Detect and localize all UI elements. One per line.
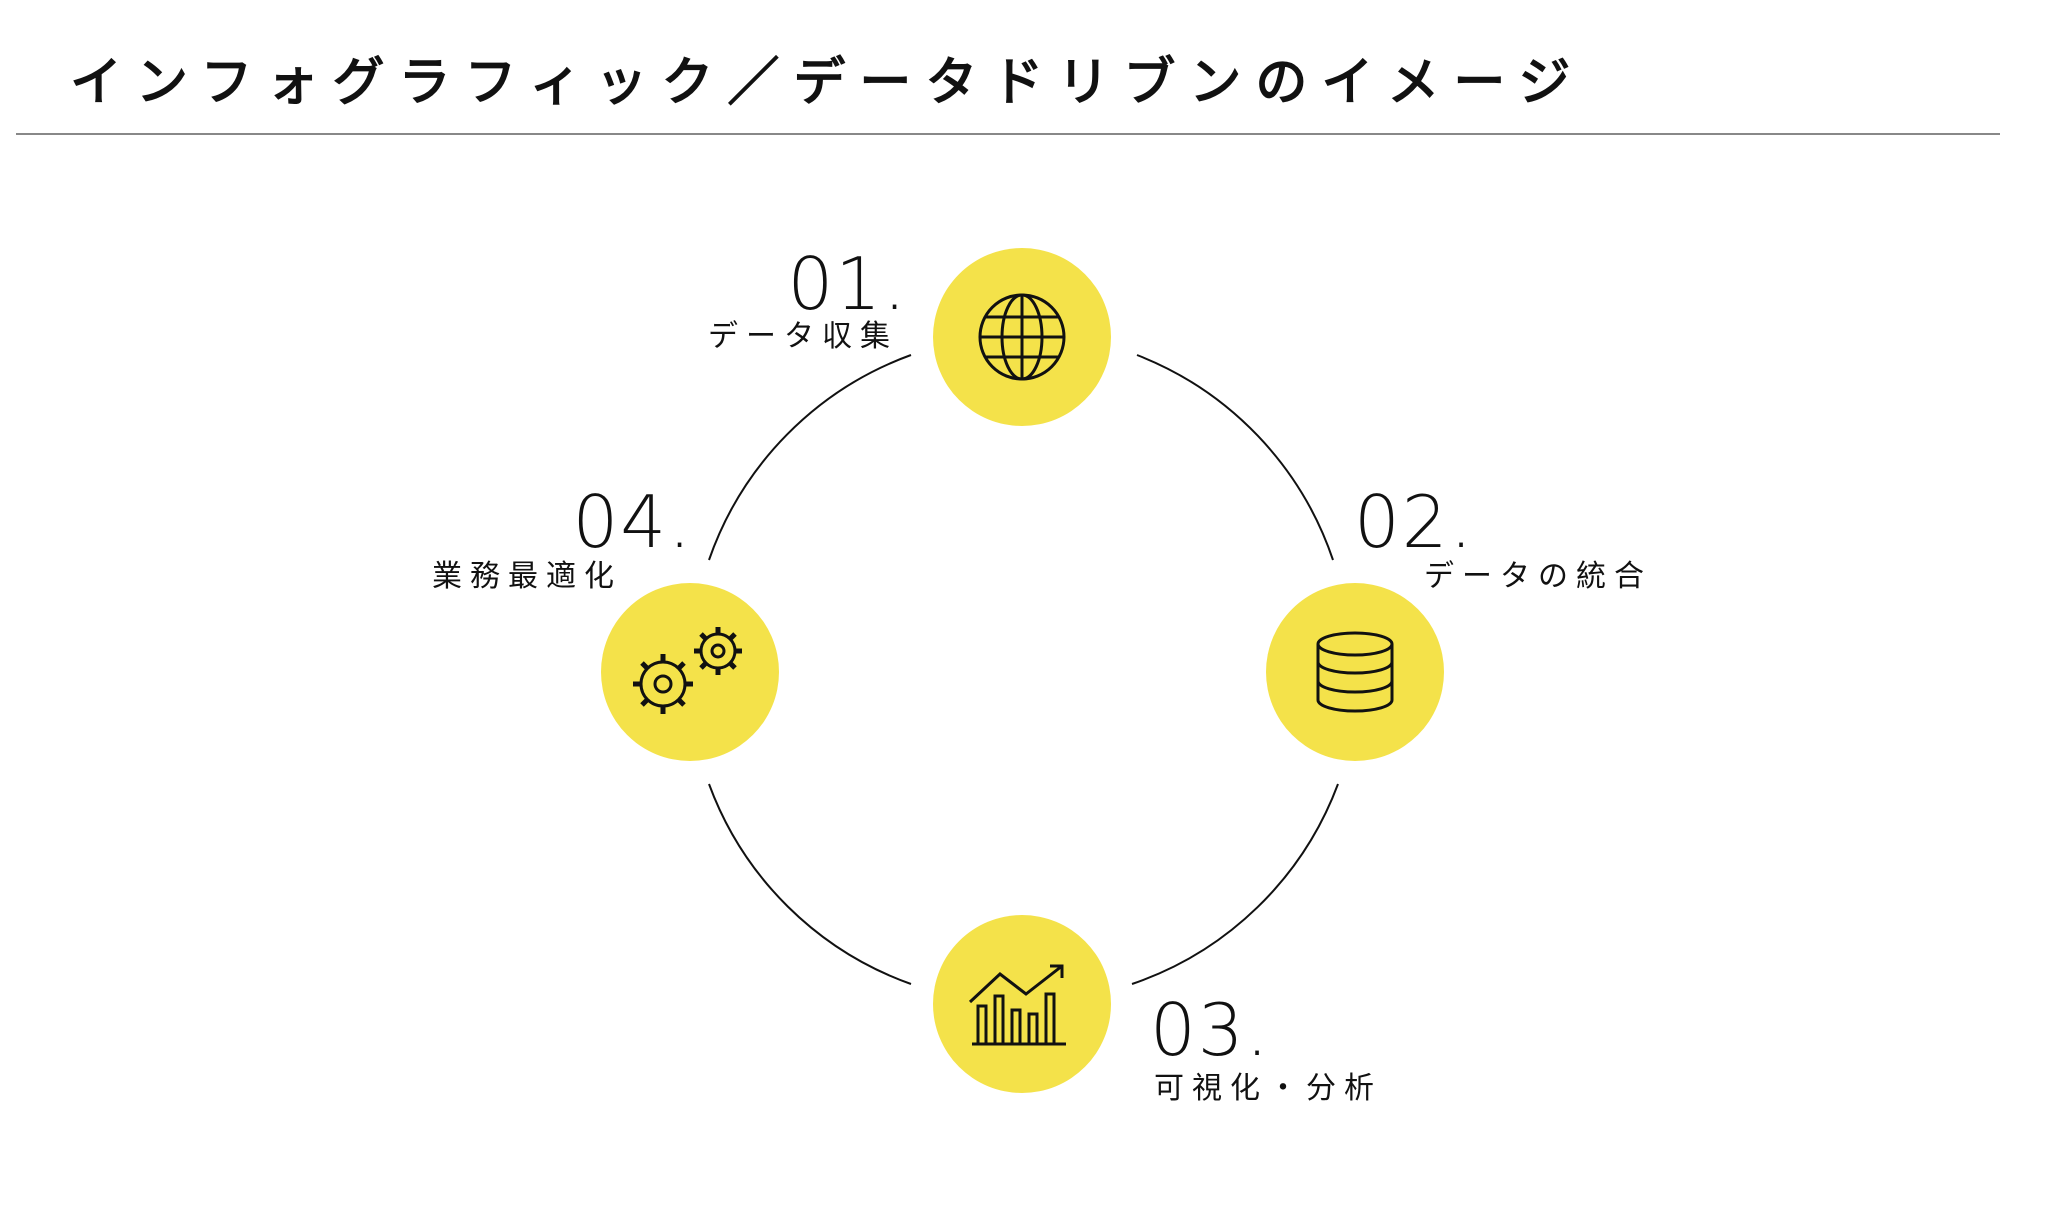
step-04-circle (601, 583, 779, 761)
step-02-number: 02. (1354, 480, 1475, 564)
step-02-label: データの統合 (1424, 559, 1652, 594)
globe-icon (978, 293, 1066, 381)
step-04-label: 業務最適化 (432, 559, 622, 594)
step-03-number: 03. (1150, 988, 1271, 1072)
arc-02-to-03 (1131, 783, 1339, 985)
step-01-label: データ収集 (708, 319, 898, 354)
step-03-label: 可視化・分析 (1154, 1071, 1382, 1106)
step-04-number: 04. (572, 480, 693, 564)
page-title: インフォグラフィック／データドリブンのイメージ (70, 53, 1585, 113)
arc-04-to-01 (708, 354, 912, 561)
cycle-arcs (708, 354, 1339, 985)
arc-01-to-02 (1136, 354, 1334, 561)
database-icon (1316, 631, 1394, 713)
step-01-number: 01. (787, 242, 908, 326)
step-03-circle (933, 915, 1111, 1093)
bar-chart-icon (968, 964, 1066, 1046)
arc-03-to-04 (708, 783, 912, 985)
title-divider (16, 133, 2000, 135)
gears-icon (633, 627, 742, 714)
